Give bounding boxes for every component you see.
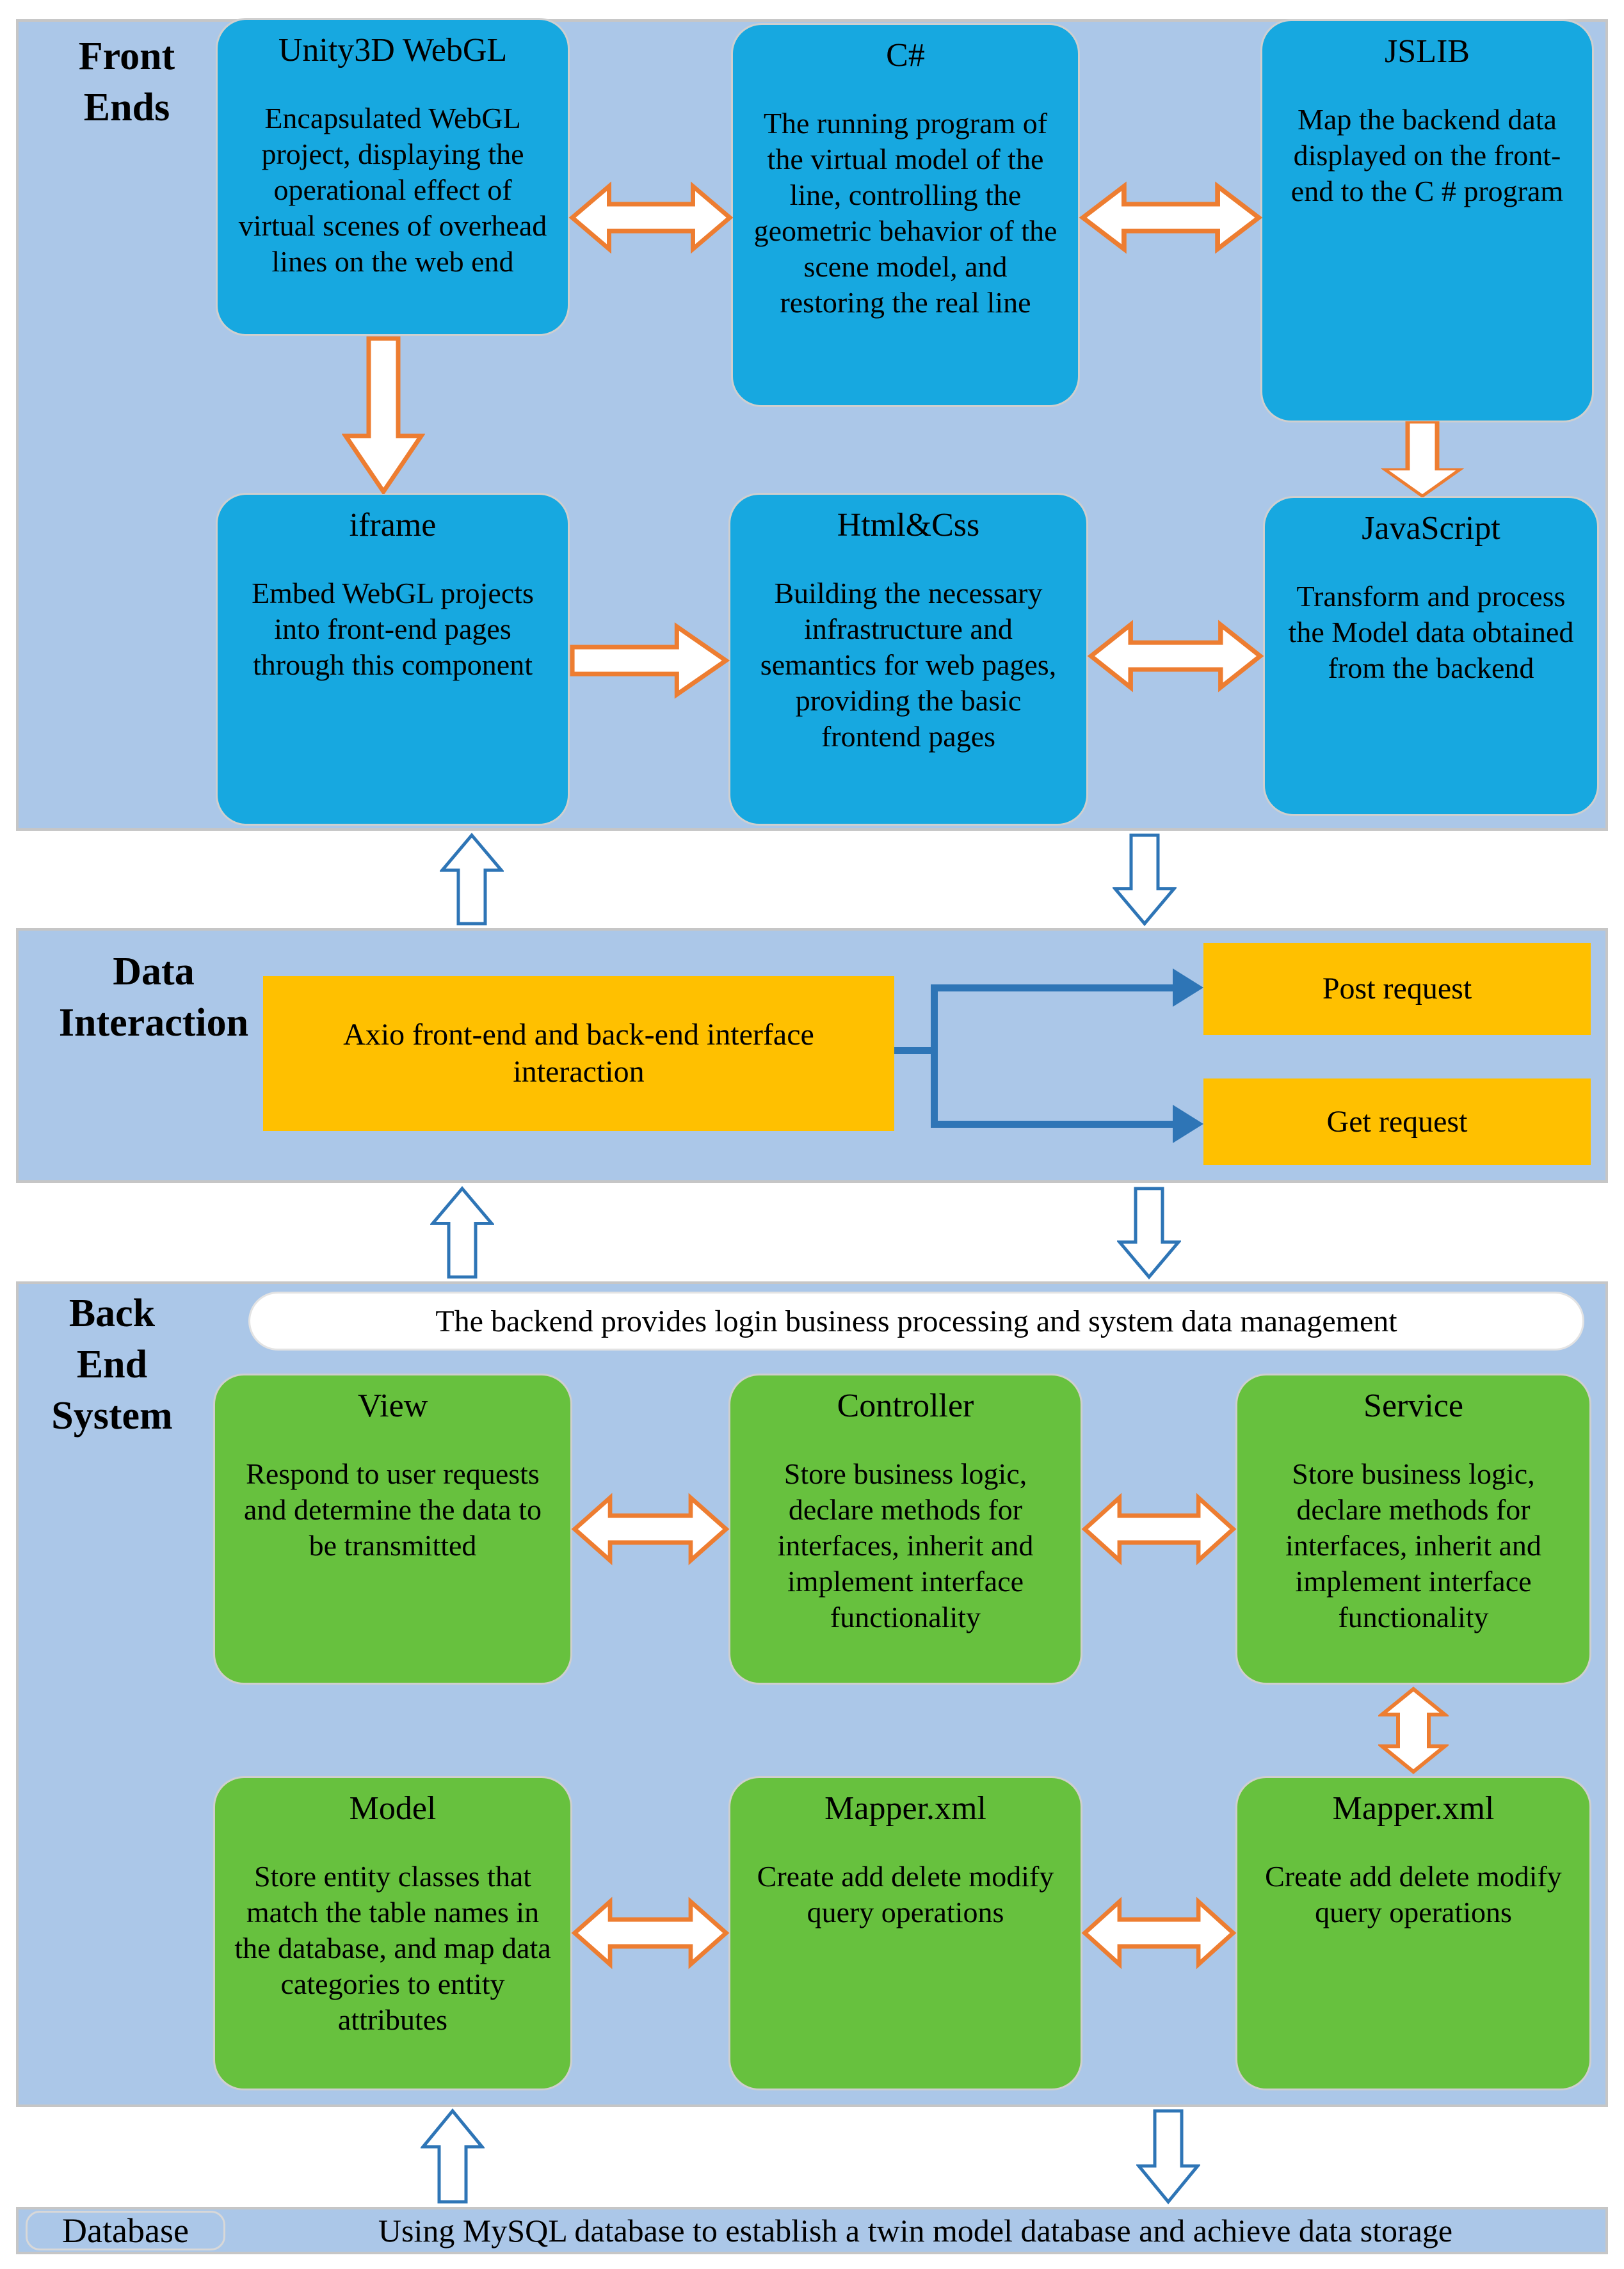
double-arrow-icon: [1079, 181, 1263, 254]
double-arrow-icon: [1081, 1896, 1237, 1969]
post-request-box: Post request: [1203, 943, 1591, 1035]
node-service: Service Store business logic, declare me…: [1235, 1374, 1591, 1685]
node-body: Encapsulated WebGL project, displaying t…: [238, 102, 547, 278]
double-arrow-icon: [1087, 620, 1264, 693]
up-arrow-icon: [430, 1186, 494, 1279]
right-arrow-icon: [570, 622, 730, 699]
node-body: Create add delete modify query operation…: [1265, 1860, 1562, 1928]
front-ends-label-line2: Ends: [83, 86, 170, 129]
node-title: Mapper.xml: [824, 1790, 986, 1827]
back-end-label-line2: End: [76, 1343, 148, 1386]
database-panel: [16, 2207, 1608, 2254]
up-arrow-icon: [440, 833, 504, 926]
connector-line: [931, 984, 938, 1128]
data-interaction-label-line1: Data: [113, 950, 195, 993]
node-body: Store business logic, declare methods fo…: [1285, 1457, 1541, 1633]
get-request-box: Get request: [1203, 1078, 1591, 1165]
back-end-label: Back End System: [22, 1288, 202, 1441]
node-title: Mapper.xml: [1332, 1790, 1495, 1827]
arrowhead-icon: [1173, 968, 1203, 1007]
front-ends-label-line1: Front: [78, 35, 175, 78]
node-title: Html&Css: [837, 507, 980, 543]
double-arrow-icon: [571, 1493, 730, 1566]
down-arrow-icon: [1381, 421, 1464, 497]
node-body: Embed WebGL projects into front-end page…: [252, 577, 534, 681]
node-jslib: JSLIB Map the backend data displayed on …: [1260, 19, 1594, 422]
node-title: Service: [1363, 1388, 1463, 1424]
node-title: C#: [886, 37, 925, 74]
node-unity3d-webgl: Unity3D WebGL Encapsulated WebGL project…: [216, 18, 570, 336]
front-ends-label: Front Ends: [44, 31, 210, 133]
down-arrow-icon: [1136, 2109, 1200, 2204]
node-body: Store business logic, declare methods fo…: [777, 1457, 1034, 1633]
node-body: Store entity classes that match the tabl…: [234, 1860, 551, 2036]
node-body: Transform and process the Model data obt…: [1288, 580, 1574, 684]
node-body: The running program of the virtual model…: [753, 107, 1057, 319]
node-title: Unity3D WebGL: [278, 32, 508, 68]
connector-line: [934, 1121, 1174, 1128]
database-label: Database: [26, 2211, 225, 2250]
down-arrow-icon: [1117, 1187, 1181, 1279]
axio-interaction-box: Axio front-end and back-end interface in…: [263, 976, 894, 1131]
back-end-banner: The backend provides login business proc…: [248, 1292, 1584, 1351]
node-title: Model: [349, 1790, 437, 1827]
down-arrow-icon: [1113, 833, 1177, 926]
node-iframe: iframe Embed WebGL projects into front-e…: [216, 493, 570, 826]
connector-line: [934, 984, 1174, 991]
double-arrow-icon: [571, 1896, 730, 1969]
node-model: Model Store entity classes that match th…: [213, 1776, 572, 2090]
node-title: iframe: [349, 507, 437, 543]
double-arrow-icon: [1081, 1493, 1237, 1566]
database-description: Using MySQL database to establish a twin…: [378, 2213, 1453, 2249]
connector-line: [894, 1047, 934, 1054]
node-body: Create add delete modify query operation…: [757, 1860, 1054, 1928]
node-htmlcss: Html&Css Building the necessary infrastr…: [728, 493, 1088, 826]
back-end-label-line3: System: [51, 1394, 173, 1438]
data-interaction-label: Data Interaction: [38, 946, 269, 1048]
down-arrow-icon: [342, 336, 425, 494]
node-title: JSLIB: [1385, 33, 1470, 70]
node-javascript: JavaScript Transform and process the Mod…: [1263, 496, 1599, 816]
data-interaction-label-line2: Interaction: [58, 1001, 249, 1045]
node-title: Controller: [837, 1388, 974, 1424]
node-title: View: [357, 1388, 428, 1424]
vertical-double-arrow-icon: [1378, 1687, 1449, 1774]
node-csharp: C# The running program of the virtual mo…: [731, 23, 1080, 407]
node-mapper-xml-1: Mapper.xml Create add delete modify quer…: [728, 1776, 1082, 2090]
node-body: Map the backend data displayed on the fr…: [1290, 103, 1564, 207]
node-mapper-xml-2: Mapper.xml Create add delete modify quer…: [1235, 1776, 1591, 2090]
up-arrow-icon: [421, 2108, 485, 2204]
node-body: Respond to user requests and determine t…: [244, 1457, 542, 1562]
node-title: JavaScript: [1362, 510, 1500, 547]
back-end-label-line1: Back: [68, 1292, 156, 1335]
double-arrow-icon: [568, 181, 734, 254]
node-view: View Respond to user requests and determ…: [213, 1374, 572, 1685]
node-body: Building the necessary infrastructure an…: [760, 577, 1057, 753]
node-controller: Controller Store business logic, declare…: [728, 1374, 1082, 1685]
arrowhead-icon: [1173, 1105, 1203, 1143]
